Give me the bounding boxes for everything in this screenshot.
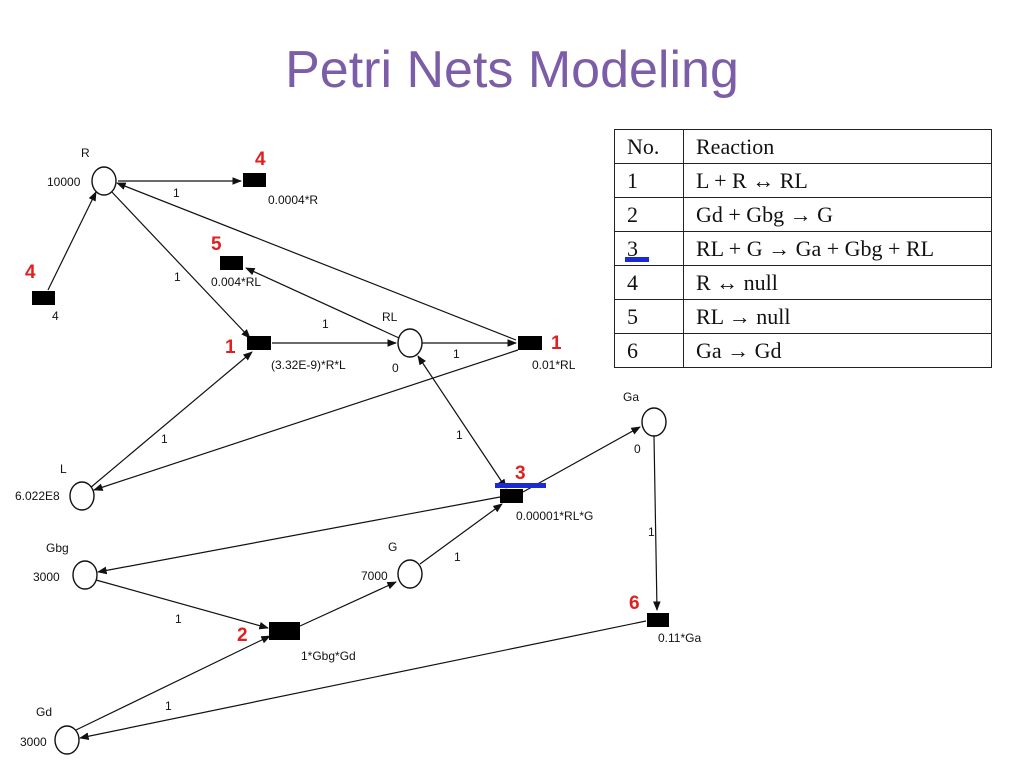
transition-t3-rate: 0.00001*RL*G	[516, 509, 593, 523]
transition-t4b	[32, 291, 55, 305]
marker-t1a: 1	[225, 337, 236, 358]
place-l	[69, 481, 95, 511]
transition-t1b	[518, 336, 542, 350]
blue-highlight-bar	[495, 483, 546, 488]
place-r-tokens: 10000	[47, 175, 81, 189]
transition-t4a-rate: 0.0004*R	[268, 193, 318, 207]
arc-weight: 1	[165, 699, 172, 713]
arc-ga-to-t6	[653, 435, 661, 611]
transition-t4a	[243, 173, 266, 187]
marker-t4a: 4	[255, 149, 266, 170]
marker-t3: 3	[515, 463, 526, 484]
marker-t4b: 4	[25, 262, 36, 283]
arc-l-to-t1a	[89, 351, 253, 489]
place-ga-tokens: 0	[634, 442, 641, 456]
table-row: 3 RL + G → Ga + Gbg + RL	[614, 231, 992, 266]
arc-weight: 1	[456, 428, 463, 442]
transition-t5-rate: 0.004*RL	[211, 275, 261, 289]
table-row: 2 Gd + Gbg → G	[614, 197, 992, 232]
arc-weight: 1	[453, 347, 460, 361]
arc-weight: 1	[173, 186, 180, 200]
arc-weight: 1	[322, 317, 329, 331]
arc-t3-to-ga	[522, 426, 641, 493]
place-rl-name: RL	[382, 310, 398, 324]
table-row: 1 L + R ↔ RL	[614, 163, 992, 198]
arc-t2-to-g	[299, 581, 397, 627]
arc-r-to-t1a	[109, 189, 251, 339]
place-r	[91, 166, 117, 196]
arcs	[47, 177, 661, 741]
place-gbg-tokens: 3000	[33, 570, 60, 584]
place-labels: R 10000 L 6.022E8 RL 0 Ga 0 Gbg 3000 G 7…	[15, 146, 641, 749]
transition-t1a	[247, 336, 271, 350]
reaction-formula: RL → null	[683, 299, 992, 334]
transitions	[32, 173, 669, 640]
place-rl-tokens: 0	[392, 361, 399, 375]
reaction-formula: Ga → Gd	[683, 333, 992, 368]
marker-t1b: 1	[551, 333, 562, 354]
reaction-number: 6	[614, 333, 684, 368]
arc-weight: 1	[454, 550, 461, 564]
transition-t5	[220, 256, 243, 270]
place-ga	[641, 407, 667, 437]
transition-t4b-rate: 4	[52, 309, 59, 323]
marker-t2: 2	[237, 625, 248, 646]
transition-t6	[647, 613, 669, 627]
place-g-tokens: 7000	[361, 569, 388, 583]
transition-t1b-rate: 0.01*RL	[532, 358, 576, 372]
reaction-number: 3	[627, 235, 638, 261]
arc-rl-to-t5	[245, 267, 400, 339]
place-gd	[54, 725, 80, 755]
transition-t1a-rate: (3.32E-9)*R*L	[271, 358, 346, 372]
arc-weight: 1	[648, 525, 655, 539]
arc-weight: 1	[161, 432, 168, 446]
place-r-name: R	[81, 146, 90, 160]
arc-t3-to-gbg	[97, 496, 501, 575]
table-row: 6 Ga → Gd	[614, 333, 992, 368]
place-gd-tokens: 3000	[20, 735, 47, 749]
arc-g-to-t3	[419, 503, 503, 565]
place-l-name: L	[60, 462, 67, 476]
arc-rl-t3	[417, 355, 507, 489]
transition-t3	[500, 489, 523, 503]
place-ga-name: Ga	[623, 390, 639, 404]
place-gbg-name: Gbg	[46, 541, 69, 555]
place-g	[397, 559, 423, 589]
transition-rate-labels: 0.0004*R 4 0.004*RL (3.32E-9)*R*L 0.01*R…	[52, 193, 701, 663]
transition-t2-rate: 1*Gbg*Gd	[301, 649, 356, 663]
arc-weight-labels: 1 1 1 1 1 1 1 1 1 1	[161, 186, 655, 713]
reaction-markers: 4 4 5 1 1 3 2 6	[25, 149, 640, 646]
reaction-table: No. Reaction 1 L + R ↔ RL 2 Gd + Gbg → G…	[614, 129, 992, 368]
arc-weight: 1	[174, 270, 181, 284]
marker-t5: 5	[211, 234, 222, 255]
marker-t6: 6	[629, 593, 640, 614]
reaction-formula: Gd + Gbg → G	[683, 197, 992, 232]
arc-t6-to-gd	[79, 620, 647, 741]
arc-gbg-to-t2	[95, 579, 269, 630]
places	[54, 166, 667, 755]
place-gd-name: Gd	[36, 705, 52, 719]
blue-underline-marker	[625, 256, 649, 262]
reaction-number-highlighted: 3	[614, 231, 684, 266]
reaction-number: 4	[614, 265, 684, 300]
transition-t2	[269, 622, 300, 640]
table-row: 5 RL → null	[614, 299, 992, 334]
place-rl	[397, 328, 423, 358]
arc-t1b-to-r	[116, 182, 517, 341]
arc-weight: 1	[175, 612, 182, 626]
reaction-number: 5	[614, 299, 684, 334]
place-l-tokens: 6.022E8	[15, 489, 60, 503]
page-title: Petri Nets Modeling	[285, 41, 739, 99]
arc-t4b-to-r	[47, 191, 97, 291]
table-header-no: No.	[614, 129, 684, 164]
arc-gd-to-t2	[75, 635, 271, 731]
place-gbg	[72, 560, 98, 590]
transition-t6-rate: 0.11*Ga	[658, 631, 701, 645]
place-g-name: G	[388, 540, 397, 554]
